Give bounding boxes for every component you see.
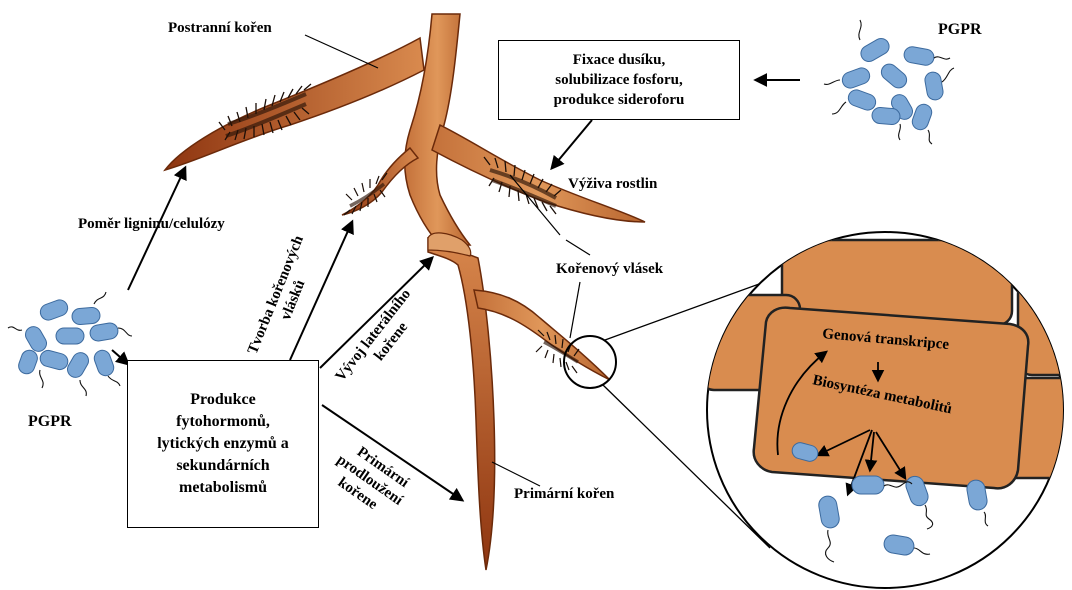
lateral-root-lower-right (474, 290, 610, 380)
primary-root (428, 238, 495, 570)
production-line-3: lytických enzymů a (157, 433, 289, 455)
label-root-hair: Kořenový vlásek (556, 261, 664, 277)
label-root-hair-formation: Tvorba kořenových vlásků (245, 233, 324, 363)
nutrients-box: Fixace dusíku, solubilizace fosforu, pro… (498, 40, 740, 120)
label-primary-root: Primární kořen (514, 486, 615, 502)
arrow-pgpr-to-box (112, 350, 128, 364)
production-line-4: sekundárních (176, 455, 269, 477)
label-pgpr-left: PGPR (28, 413, 72, 430)
production-box: Produkce fytohormonů, lytických enzymů a… (127, 360, 319, 528)
nutrients-line-2: solubilizace fosforu, (555, 70, 683, 90)
arrow-nutrition (552, 120, 592, 168)
label-pgpr-right: PGPR (938, 21, 982, 38)
bacteria-cluster-left (8, 292, 132, 396)
production-line-2: fytohormonů, (176, 411, 270, 433)
label-primary-elongation: Primární prodloužení kořene (323, 437, 416, 524)
lateral-root-upper-left (165, 38, 424, 170)
label-lignin-ratio: Poměr ligninu/celulózy (78, 216, 225, 232)
lateral-root-right (432, 125, 645, 222)
nutrients-line-3: produkce sideroforu (554, 90, 685, 110)
production-line-1: Produkce (190, 389, 255, 411)
nutrients-line-1: Fixace dusíku, (573, 50, 666, 70)
label-lateral-root: Postranní kořen (168, 20, 272, 36)
label-plant-nutrition: Výživa rostlin (568, 176, 658, 192)
production-line-5: metabolismů (179, 477, 267, 499)
bacteria-cluster-right (824, 20, 954, 144)
